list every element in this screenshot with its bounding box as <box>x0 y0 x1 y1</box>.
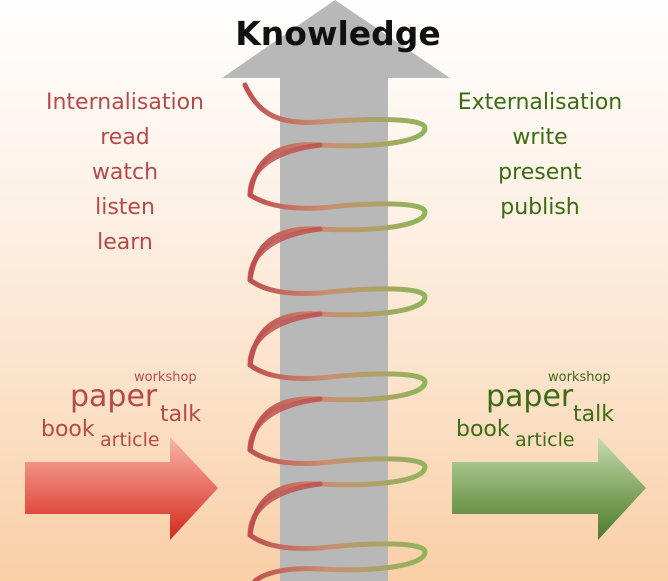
internalisation-item: watch <box>91 160 159 185</box>
word-talk-left: talk <box>160 402 201 427</box>
externalisation-item: present <box>498 160 582 185</box>
knowledge-spiral <box>242 82 428 581</box>
externalisation-arrow <box>452 437 646 540</box>
word-paper-left: paper <box>70 379 158 414</box>
word-workshop-left: workshop <box>134 370 197 385</box>
externalisation-list: Externalisation write present publish <box>435 85 645 225</box>
externalisation-heading: Externalisation <box>457 90 623 115</box>
word-article-right: article <box>515 429 575 451</box>
internalisation-arrow <box>25 437 218 540</box>
externalisation-item: publish <box>500 195 580 220</box>
word-talk-right: talk <box>573 402 614 427</box>
internalisation-list: Internalisation read watch listen learn <box>20 85 230 260</box>
externalisation-item: write <box>512 125 568 150</box>
word-book-left: book <box>41 417 95 442</box>
internalisation-item: read <box>100 125 150 150</box>
internalisation-heading: Internalisation <box>46 90 204 115</box>
word-workshop-right: workshop <box>548 370 611 385</box>
internalisation-item: learn <box>97 230 153 255</box>
word-paper-right: paper <box>486 379 574 414</box>
word-book-right: book <box>456 417 510 442</box>
internalisation-item: listen <box>95 195 155 220</box>
word-article-left: article <box>100 429 160 451</box>
diagram-title: Knowledge <box>235 14 441 53</box>
